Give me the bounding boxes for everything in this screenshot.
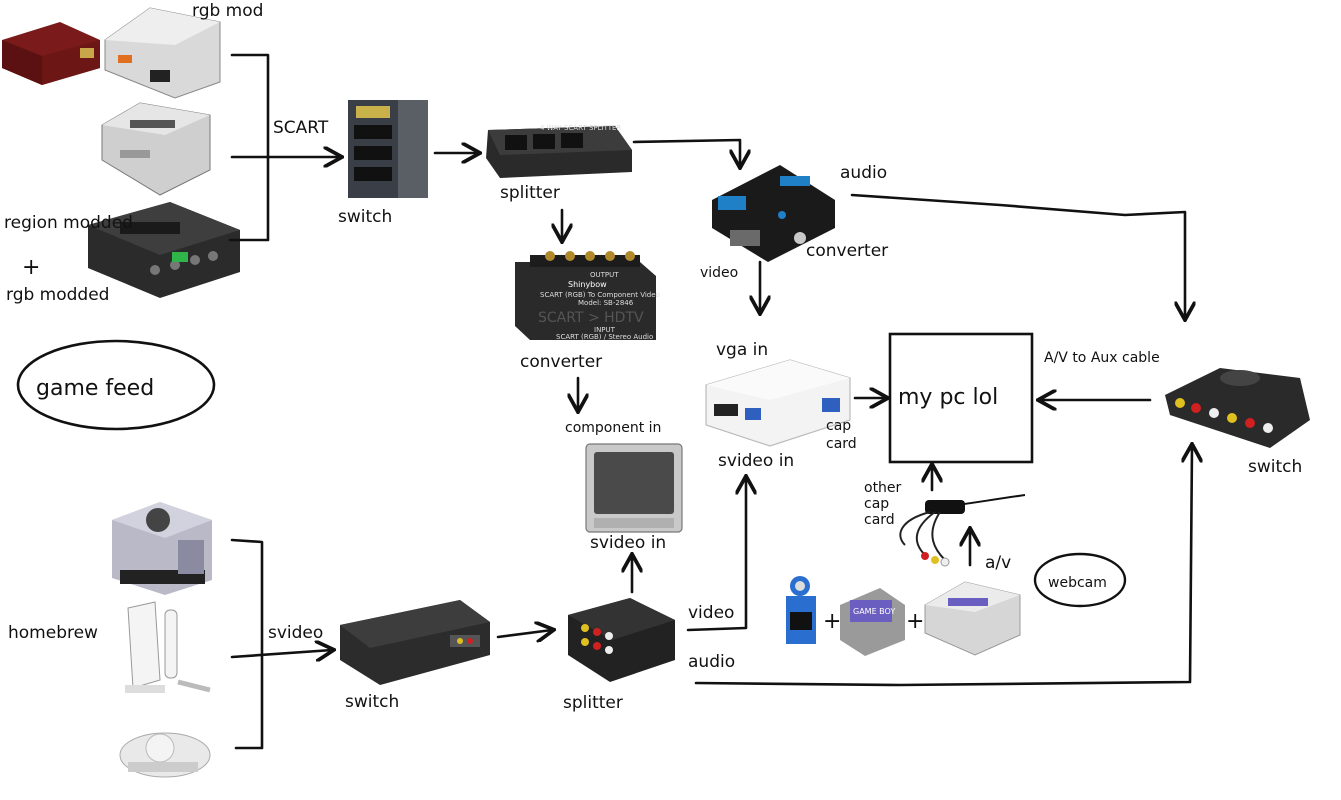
label-other: other: [864, 480, 902, 496]
gamecube-icon: [112, 502, 212, 595]
snes-icon: [924, 581, 1021, 656]
scart-splitter-icon: 4 WAY SCART SPLITTER: [486, 124, 632, 178]
label-card2: card: [864, 512, 895, 528]
svideo-switch-icon: [340, 600, 490, 685]
label-svideo: svideo: [268, 623, 323, 643]
label-cap2: cap: [864, 496, 889, 512]
label-webcam: webcam: [1048, 575, 1107, 591]
scart-switch-icon: [348, 100, 428, 198]
label-plus-1: +: [823, 609, 841, 634]
converter-big-text: SCART > HDTV: [538, 310, 644, 326]
converter-title-text: SCART (RGB) To Component Video: [540, 291, 660, 299]
converter-input-sub-text: SCART (RGB) / Stereo Audio: [556, 333, 653, 341]
bracket-bottom-consoles: [230, 538, 264, 750]
label-game-feed: game feed: [36, 376, 154, 401]
bracket-top-consoles: [228, 53, 270, 242]
label-svideo-in-cap: svideo in: [718, 451, 794, 471]
label-component-in: component in: [565, 420, 661, 436]
line-audio-to-switch: [850, 193, 1185, 318]
label-vga-in: vga in: [716, 340, 768, 360]
arrow-svideo-switch-to-splitter: [496, 630, 552, 637]
label-switch-bottom: switch: [345, 692, 399, 712]
label-plus: +: [22, 255, 40, 280]
my-pc-box: [888, 332, 1034, 464]
converter-input-text: INPUT: [594, 326, 616, 334]
super-gameboy-icon: GAME BOY: [840, 588, 905, 656]
label-svideo-in-tv: svideo in: [590, 533, 666, 553]
scart-splitter-text: 4 WAY SCART SPLITTER: [540, 124, 621, 132]
label-converter-right: converter: [806, 241, 888, 261]
label-scart: SCART: [273, 118, 329, 138]
av-splitter-icon: [568, 598, 675, 682]
label-av-aux: A/V to Aux cable: [1044, 350, 1160, 366]
label-card: card: [826, 436, 857, 452]
label-plus-2: +: [906, 609, 924, 634]
gameboy-text: GAME BOY: [853, 607, 895, 616]
label-audio-bottom: audio: [688, 652, 735, 672]
converter-output-text: OUTPUT: [590, 271, 619, 279]
super-famicom-gray-icon: [101, 102, 211, 196]
label-audio-top: audio: [840, 163, 887, 183]
famicom-icon: [2, 22, 100, 85]
gameboy-camera-icon: [786, 576, 816, 644]
label-splitter-bottom: splitter: [563, 693, 623, 713]
rgb-to-component-converter-icon: OUTPUT Shinybow SCART (RGB) To Component…: [515, 251, 660, 341]
psone-icon: [119, 732, 211, 778]
webcam-ellipse: [1033, 552, 1127, 608]
label-splitter-top: splitter: [500, 183, 560, 203]
label-converter-mid: converter: [520, 352, 602, 372]
vga-converter-board-icon: [712, 165, 835, 262]
capture-card-icon: [705, 359, 851, 447]
label-switch-top: switch: [338, 207, 392, 227]
label-switch-right: switch: [1248, 457, 1302, 477]
label-video-bottom: video: [688, 603, 734, 623]
wii-icon: [125, 601, 211, 693]
line-video-to-capcard: [686, 478, 746, 632]
label-rgb-mod: rgb mod: [192, 1, 263, 21]
label-region-modded-text: region modded: [4, 213, 133, 233]
converter-brand-text: Shinybow: [568, 280, 607, 289]
label-my-pc: my pc lol: [898, 385, 998, 410]
label-cap: cap: [826, 418, 851, 434]
crt-tv-icon: [585, 443, 683, 533]
audio-switch-icon: [1165, 368, 1310, 448]
label-av: a/v: [985, 553, 1011, 573]
arrow-consoles-to-svideo-switch: [230, 650, 332, 657]
arrow-splitter-to-vga-converter: [632, 138, 740, 166]
usb-capture-dongle-icon: [899, 494, 1026, 567]
super-famicom-icon: [104, 7, 221, 99]
label-region-modded: region modded: [4, 213, 133, 233]
label-rgb-modded: rgb modded: [6, 285, 109, 305]
n64-icon: [88, 202, 240, 298]
line-audio-to-switch-bottom: [694, 446, 1192, 687]
label-video-top: video: [700, 265, 738, 281]
game-feed-ellipse: [16, 339, 216, 431]
label-homebrew: homebrew: [8, 623, 98, 643]
converter-model-text: Model: SB-2846: [578, 299, 634, 307]
